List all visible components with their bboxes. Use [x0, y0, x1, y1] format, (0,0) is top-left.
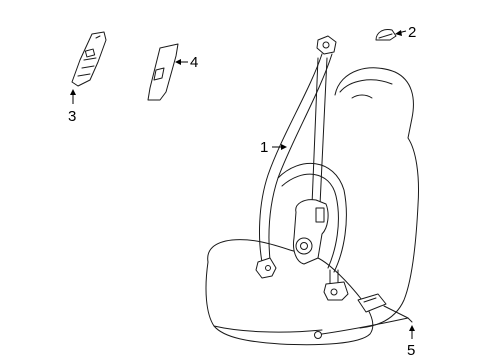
upper-anchor — [316, 35, 337, 55]
leader-5-arrow — [409, 325, 415, 331]
leader-2-arrow — [395, 30, 402, 36]
callout-2: 2 — [408, 24, 416, 41]
callout-labels: 1 2 3 4 5 — [68, 24, 416, 359]
callout-3: 3 — [68, 108, 76, 125]
buckle-assembly — [314, 293, 413, 339]
leader-4-arrow — [175, 59, 181, 65]
leader-3-arrow — [70, 89, 76, 95]
trim-cover — [147, 43, 179, 101]
retractor — [293, 199, 329, 265]
callout-1: 1 — [260, 139, 268, 156]
leader-1-arrow — [281, 144, 287, 150]
height-adjuster — [71, 31, 107, 87]
leader-lines — [70, 30, 415, 339]
anchor-cover-cap — [375, 29, 397, 41]
callout-4: 4 — [190, 54, 198, 71]
callout-5: 5 — [407, 342, 415, 359]
seat-belt-assembly — [255, 35, 349, 301]
seat-back — [334, 67, 419, 329]
